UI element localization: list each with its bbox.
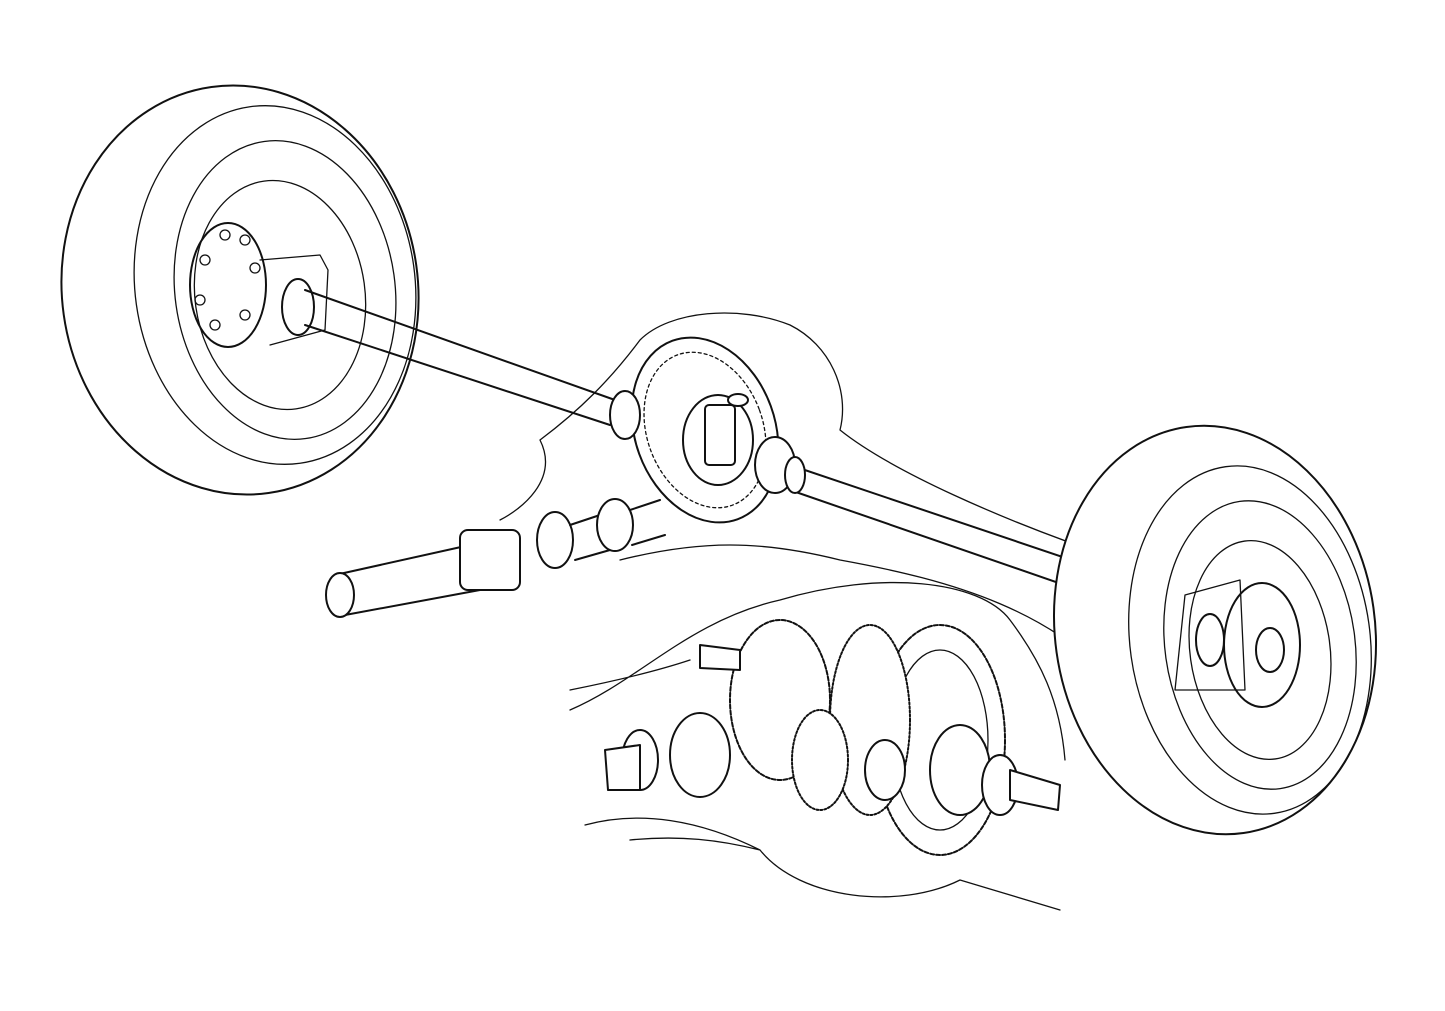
right-wheel xyxy=(1053,424,1377,836)
gear-inset xyxy=(569,581,1066,911)
left-wheel xyxy=(60,84,420,496)
driveshaft xyxy=(325,498,666,618)
left-wheel-hub-icon xyxy=(194,229,261,331)
differential xyxy=(609,336,806,524)
